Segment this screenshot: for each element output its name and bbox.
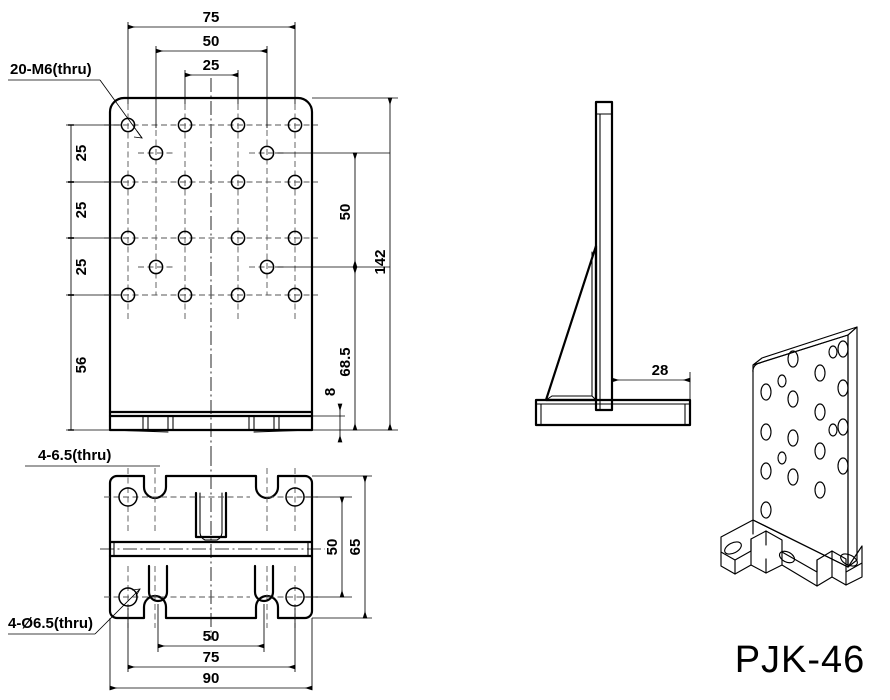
dim-fv-right-68-5: 68.5 (337, 347, 354, 376)
iso-mounting-hole (840, 553, 858, 567)
m6-hole (287, 230, 303, 246)
m6-hole (148, 259, 164, 275)
m6-hole (259, 145, 275, 161)
m6-hole (177, 287, 193, 303)
iso-base-top-face (720, 519, 863, 573)
dim-fv-left-25c: 25 (73, 259, 90, 276)
iso-m6-hole (787, 468, 799, 486)
m6-hole (230, 230, 246, 246)
side-dimensions: 28 (611, 362, 691, 400)
iso-m6-hole (837, 457, 849, 475)
front-foot-detail (108, 410, 314, 433)
side-plate-profile (594, 100, 614, 412)
thread-note-leader (8, 79, 143, 139)
mounting-hole (118, 487, 138, 507)
front-hole-axes (104, 104, 318, 320)
front-left-dimensions: 25 25 25 56 (66, 124, 122, 431)
slot (147, 564, 169, 603)
iso-m6-hole (787, 350, 799, 368)
m6-hole (230, 117, 246, 133)
iso-m6-hole (837, 340, 849, 358)
iso-m6-hole (760, 383, 772, 401)
dim-bv-75h: 75 (203, 649, 220, 666)
dim-fv-left-25b: 25 (73, 202, 90, 219)
dim-fv-right-50: 50 (337, 204, 354, 221)
iso-m6-hole (814, 403, 826, 421)
front-plate-outline (108, 96, 314, 414)
m6-hole (259, 259, 275, 275)
dim-fv-top-75: 75 (203, 9, 220, 26)
iso-m6-hole (760, 501, 772, 519)
front-hole-pattern (120, 117, 303, 303)
front-right-dimensions: 50 68.5 8 142 (275, 97, 398, 443)
iso-m6-hole (777, 451, 787, 465)
iso-mounting-hole (778, 550, 796, 564)
mounting-hole (118, 587, 138, 607)
dim-sv-28: 28 (652, 362, 669, 379)
iso-hole-pattern (760, 340, 849, 519)
iso-m6-hole (787, 429, 799, 447)
m6-hole (177, 230, 193, 246)
front-top-dimensions: 75 50 25 (127, 9, 296, 128)
bottom-slots (147, 564, 275, 603)
dim-fv-left-56: 56 (73, 357, 90, 374)
hole-note-label: 4-Ø6.5(thru) (8, 615, 93, 632)
m6-hole (177, 117, 193, 133)
bottom-hole-axes (104, 468, 318, 628)
iso-m6-hole (837, 418, 849, 436)
iso-m6-hole (814, 481, 826, 499)
iso-m6-hole (787, 390, 799, 408)
iso-m6-hole (837, 379, 849, 397)
iso-m6-hole (828, 345, 838, 359)
dim-bv-65v: 65 (347, 539, 364, 556)
part-number-label: PJK-46 (735, 639, 866, 681)
side-gusset-profile (544, 244, 598, 402)
dim-fv-top-50: 50 (203, 33, 220, 50)
thread-note-label: 20-M6(thru) (10, 61, 92, 78)
m6-hole (177, 174, 193, 190)
m6-hole (287, 174, 303, 190)
dim-bv-50h: 50 (203, 628, 220, 645)
m6-hole (230, 287, 246, 303)
iso-mounting-hole (724, 541, 742, 555)
iso-plate-side-edge (847, 326, 858, 568)
iso-m6-hole (760, 462, 772, 480)
m6-hole (148, 145, 164, 161)
front-view: 20-M6(thru) 75 50 25 (8, 9, 398, 452)
slot (253, 564, 275, 603)
dim-fv-right-8: 8 (322, 388, 339, 396)
m6-hole (230, 174, 246, 190)
isometric-view (720, 326, 863, 587)
bottom-vertical-dimensions: 50 65 (304, 475, 372, 619)
bottom-plate-footprint (194, 491, 228, 541)
side-view: 28 (534, 100, 692, 427)
iso-m6-hole (760, 423, 772, 441)
bottom-view: 4-6.5(thru) 4-Ø6.5(thru) 50 (8, 447, 372, 691)
hole-note-leader (8, 588, 141, 635)
dim-bv-90h: 90 (203, 670, 220, 687)
dim-bv-50v: 50 (324, 539, 341, 556)
bottom-horizontal-dimensions: 50 75 90 (109, 604, 313, 691)
dim-fv-right-142: 142 (372, 249, 389, 274)
iso-plate-top-edge (752, 326, 858, 366)
iso-m6-hole (777, 374, 787, 388)
iso-m6-hole (828, 423, 838, 437)
dim-fv-top-25: 25 (203, 57, 220, 74)
iso-base-front-face (720, 551, 736, 575)
m6-hole (287, 117, 303, 133)
slot-note-label: 4-6.5(thru) (38, 447, 111, 464)
m6-hole (287, 287, 303, 303)
iso-m6-hole (814, 442, 826, 460)
side-base-profile (534, 398, 692, 427)
iso-m6-hole (814, 364, 826, 382)
dim-fv-left-25a: 25 (73, 145, 90, 162)
